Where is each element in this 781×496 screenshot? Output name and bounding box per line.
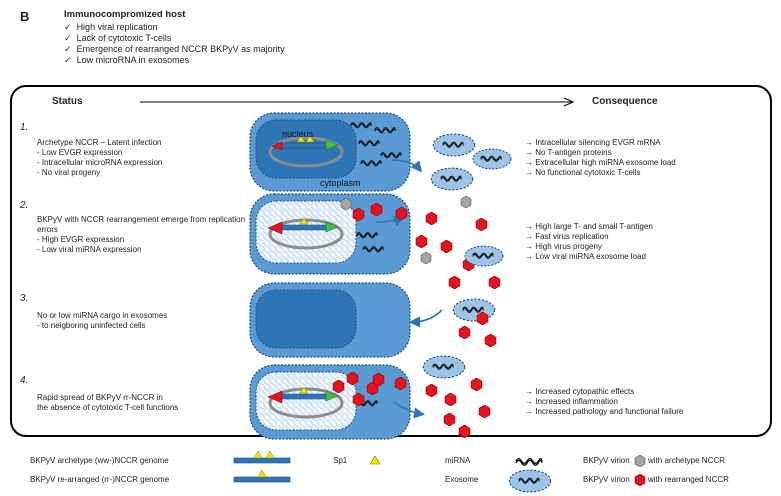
check-icon: ✓ (64, 22, 72, 32)
legend-virion-archetype: with archetype NCCR (648, 456, 725, 465)
legend-virion-rearranged-label: BKPyV virion (583, 475, 630, 484)
row-number: 3. (20, 293, 29, 304)
host-item: ✓ Emergence of rearranged NCCR BKPyV as … (64, 44, 285, 54)
legend-sp1-icon (369, 455, 381, 465)
legend-red-virion-icon (634, 474, 646, 486)
row-number: 4. (20, 375, 29, 386)
cell-spread (249, 364, 411, 440)
host-item: ✓ Lack of cytotoxic T-cells (64, 33, 172, 43)
exosomes-row1 (430, 133, 512, 191)
legend-virion-archetype-label: BKPyV virion (583, 456, 630, 465)
cytoplasm-label: cytoplasm (320, 178, 361, 188)
cell-uninfected (249, 282, 411, 358)
host-item: ✓ Low microRNA in exosomes (64, 55, 190, 65)
legend-archetype-genome-icon (233, 450, 291, 464)
row-description: No or low miRNA cargo in exosomes - to n… (37, 311, 168, 330)
host-item: ✓ High viral replication (64, 22, 158, 32)
legend-mirna: miRNA (445, 456, 471, 465)
nucleus-label: nucleus (282, 129, 314, 139)
check-icon: ✓ (64, 33, 72, 43)
row-description: Rapid spread of BKPyV rr-NCCR in the abs… (37, 393, 179, 412)
consequence-header: Consequence (592, 96, 658, 107)
legend-virion-rearranged: with rearranged NCCR (648, 475, 729, 484)
legend-sp1: Sp1 (333, 456, 348, 465)
virions-row2 (395, 196, 504, 289)
legend-mirna-icon (515, 457, 543, 466)
legend-rearranged-genome-icon (233, 469, 291, 483)
status-arrow (140, 97, 575, 107)
status-header: Status (52, 96, 83, 107)
legend-exosome-icon (508, 469, 552, 493)
virions-row3 (422, 298, 497, 379)
check-icon: ✓ (64, 55, 72, 65)
panel-letter: B (20, 9, 30, 24)
host-title: Immunocompromized host (64, 9, 186, 20)
host-checklist: ✓ High viral replication ✓ Lack of cytot… (64, 22, 285, 66)
legend-archetype-genome: BKPyV archetype (ww-)NCCR genome (30, 456, 169, 465)
row-description: Archetype NCCR – Latent infection - Low … (37, 138, 163, 177)
legend-grey-virion-icon (634, 455, 646, 467)
row-number: 2. (20, 200, 29, 211)
row-number: 1. (20, 122, 29, 133)
legend-rearranged-genome: BKPyV re-arranged (rr-)NCCR genome (30, 475, 170, 484)
row-consequences: → Intracellular silencing EVGR mRNA → No… (525, 138, 676, 177)
row-consequences: → Increased cytopathic effects → Increas… (525, 387, 684, 416)
cell-rearranged (249, 193, 411, 275)
cell-latent (249, 112, 411, 192)
check-icon: ✓ (64, 44, 72, 54)
legend-exosome: Exosome (445, 475, 479, 484)
row-consequences: → High large T- and small T-antigen → Fa… (525, 222, 653, 261)
row-description: BKPyV with NCCR rearrangement emerge fro… (37, 215, 246, 254)
